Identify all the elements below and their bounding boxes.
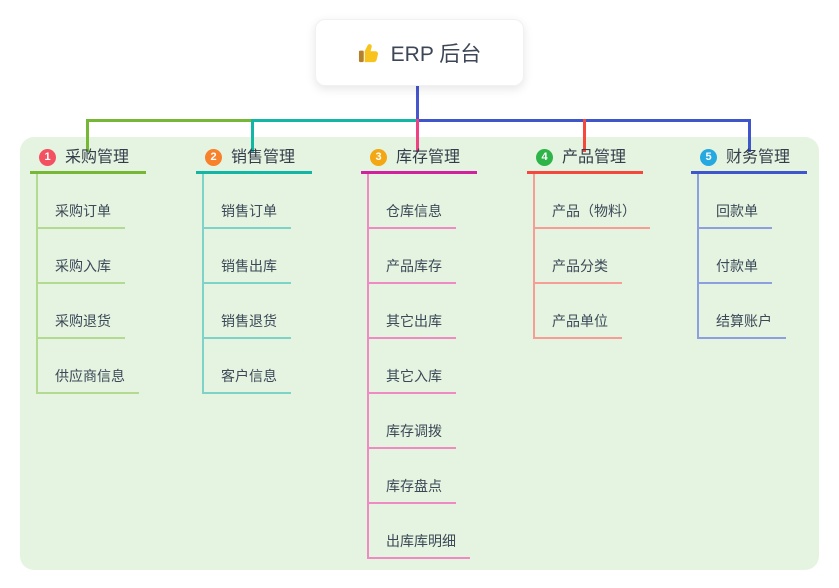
child-node[interactable]: 其它出库	[367, 284, 456, 339]
child-node[interactable]: 采购订单	[36, 174, 125, 229]
connector-drop-line	[251, 119, 254, 152]
branches-panel	[20, 137, 819, 570]
child-node[interactable]: 产品库存	[367, 229, 456, 284]
branch: 4 产品管理 产品（物料）产品分类产品单位	[527, 148, 650, 339]
branch-node-label: 产品管理	[562, 149, 627, 166]
child-node[interactable]: 其它入库	[367, 339, 456, 394]
child-node[interactable]: 销售退货	[202, 284, 291, 339]
branch-spine-line	[533, 174, 535, 339]
branch-node[interactable]: 2 销售管理	[196, 148, 312, 174]
branch-spine-line	[202, 174, 204, 394]
child-node[interactable]: 产品单位	[533, 284, 622, 339]
child-node[interactable]: 回款单	[697, 174, 772, 229]
connector-drop-line	[86, 119, 89, 152]
branch: 3 库存管理 仓库信息产品库存其它出库其它入库库存调拨库存盘点出库库明细	[361, 148, 477, 559]
child-node[interactable]: 产品分类	[533, 229, 622, 284]
thumbs-up-icon	[358, 41, 381, 64]
branch: 5 财务管理 回款单付款单结算账户	[691, 148, 807, 339]
child-node[interactable]: 采购退货	[36, 284, 125, 339]
child-node[interactable]: 采购入库	[36, 229, 125, 284]
branch-node-label: 销售管理	[231, 149, 296, 166]
branch-children: 采购订单采购入库采购退货供应商信息	[30, 174, 146, 394]
root-node[interactable]: ERP 后台	[315, 19, 524, 86]
connector-line	[86, 119, 253, 122]
branch-children: 仓库信息产品库存其它出库其它入库库存调拨库存盘点出库库明细	[361, 174, 477, 559]
branch-children: 产品（物料）产品分类产品单位	[527, 174, 650, 339]
branch-node[interactable]: 4 产品管理	[527, 148, 643, 174]
branch: 2 销售管理 销售订单销售出库销售退货客户信息	[196, 148, 312, 394]
child-node[interactable]: 供应商信息	[36, 339, 139, 394]
child-node[interactable]: 客户信息	[202, 339, 291, 394]
branch-spine-line	[697, 174, 699, 339]
branch-node-label: 库存管理	[396, 149, 461, 166]
child-node[interactable]: 仓库信息	[367, 174, 456, 229]
root-connector-line	[416, 84, 419, 122]
connector-drop-line	[583, 119, 586, 152]
child-node[interactable]: 出库库明细	[367, 504, 470, 559]
branch-number-badge: 1	[39, 149, 56, 166]
branch-spine-line	[36, 174, 38, 394]
child-node[interactable]: 库存盘点	[367, 449, 456, 504]
child-node[interactable]: 结算账户	[697, 284, 786, 339]
child-node[interactable]: 库存调拨	[367, 394, 456, 449]
root-node-label: ERP 后台	[390, 42, 482, 66]
branch-node[interactable]: 1 采购管理	[30, 148, 146, 174]
branch-number-badge: 4	[536, 149, 553, 166]
branch-number-badge: 3	[370, 149, 387, 166]
branch-node-label: 财务管理	[726, 149, 791, 166]
child-node[interactable]: 销售订单	[202, 174, 291, 229]
branch-number-badge: 2	[205, 149, 222, 166]
branch: 1 采购管理 采购订单采购入库采购退货供应商信息	[30, 148, 146, 394]
branch-children: 回款单付款单结算账户	[691, 174, 807, 339]
branch-node-label: 采购管理	[65, 149, 130, 166]
branch-spine-line	[367, 174, 369, 559]
branch-children: 销售订单销售出库销售退货客户信息	[196, 174, 312, 394]
connector-drop-line	[416, 119, 419, 152]
child-node[interactable]: 付款单	[697, 229, 772, 284]
connector-drop-line	[748, 119, 751, 152]
branch-node[interactable]: 3 库存管理	[361, 148, 477, 174]
child-node[interactable]: 产品（物料）	[533, 174, 650, 229]
branch-node[interactable]: 5 财务管理	[691, 148, 807, 174]
child-node[interactable]: 销售出库	[202, 229, 291, 284]
branch-number-badge: 5	[700, 149, 717, 166]
connector-line	[253, 119, 417, 122]
